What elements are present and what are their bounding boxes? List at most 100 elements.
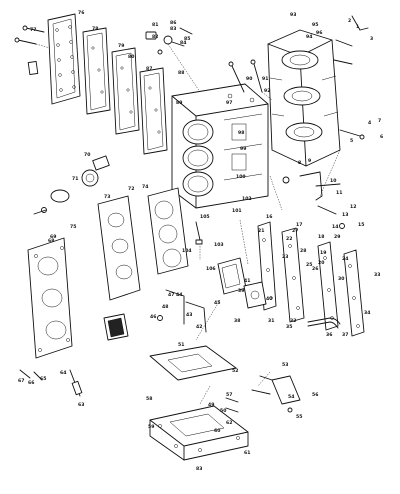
callout-80: 80 [128,54,134,60]
callout-105: 105 [200,214,210,220]
callout-61: 61 [244,450,250,456]
callout-56: 56 [312,392,318,398]
callout-58: 58 [146,396,152,402]
callout-93: 93 [290,12,296,18]
callout-98: 98 [238,130,244,136]
callout-34: 34 [364,310,370,316]
callout-106: 106 [206,266,216,272]
callout-99: 99 [240,146,246,152]
callout-67: 67 [18,378,24,384]
callout-86: 86 [170,20,176,26]
callout-47: 47 [168,292,174,298]
callout-102: 102 [242,196,252,202]
callout-31: 31 [268,318,274,324]
crankcase-main-bearings [281,50,323,142]
exhaust-adapter [149,405,249,461]
thermostat-housing [33,155,110,215]
callout-14: 14 [332,224,338,230]
callout-96: 96 [316,30,322,36]
callout-63: 63 [78,402,84,408]
callout-59: 59 [148,424,154,430]
callout-49: 49 [208,402,214,408]
callout-82: 82 [152,34,158,40]
fuel-filter-box [103,313,129,341]
callout-84: 84 [180,40,186,46]
callout-9: 9 [308,158,311,164]
callout-69: 69 [50,234,56,240]
water-temp-switch [19,369,83,397]
callout-90: 90 [246,76,252,82]
footer-figure-label: 83 [196,466,202,472]
callout-53: 53 [282,362,288,368]
callout-36: 36 [326,332,332,338]
callout-35: 35 [286,324,292,330]
callout-52: 52 [232,368,238,374]
callout-22: 22 [286,236,292,242]
callout-46: 46 [150,314,156,320]
callout-62: 62 [226,420,232,426]
callout-91: 91 [262,76,268,82]
callout-38: 38 [234,318,240,324]
callout-27: 27 [292,228,298,234]
fuel-pump-bracket [282,171,345,229]
bypass-covers [257,221,365,337]
callout-30: 30 [338,276,344,282]
adapter-gasket [149,345,237,381]
callout-60: 60 [214,428,220,434]
callout-51: 51 [178,342,184,348]
callout-65: 65 [40,376,46,382]
callout-23: 23 [282,254,288,260]
callout-40: 40 [266,296,272,302]
head-gasket [97,195,141,301]
callout-33: 33 [374,272,380,278]
callout-45: 45 [214,300,220,306]
reed-plate [217,257,247,295]
crankcase-bolts [228,15,369,140]
callout-81: 81 [152,22,158,28]
callout-66: 66 [28,380,34,386]
callout-87: 87 [146,66,152,72]
hose-fitting [307,317,341,329]
callout-101: 101 [232,208,242,214]
callout-48: 48 [162,304,168,310]
crankcase [267,29,341,167]
callout-43: 43 [186,312,192,318]
callout-104: 104 [182,248,192,254]
callout-28: 28 [300,248,306,254]
callout-76: 76 [78,10,84,16]
callout-26: 26 [312,266,318,272]
callout-19: 19 [320,250,326,256]
callout-12: 12 [350,204,356,210]
callout-4: 4 [368,120,371,126]
callout-78: 78 [92,26,98,32]
cylinder-head-gasket-right [147,187,189,275]
callout-16: 16 [266,214,272,220]
callout-37: 37 [342,332,348,338]
callout-32: 32 [290,318,296,324]
callout-72: 72 [128,186,134,192]
callout-64: 64 [60,370,66,376]
callout-25: 25 [306,262,312,268]
water-cover-left [27,237,73,359]
cylinder-block [171,83,269,209]
exhaust-cover-bolts [14,25,45,75]
callout-100: 100 [236,174,246,180]
linkage-levers [157,221,207,333]
callout-13: 13 [342,212,348,218]
callout-41: 41 [244,278,250,284]
callout-20: 20 [318,260,324,266]
callout-10: 10 [330,178,336,184]
carburetor-mount [243,281,267,309]
tiller-bracket [225,375,301,413]
callout-44: 44 [176,292,182,298]
callout-24: 24 [342,256,348,262]
callout-2: 2 [348,18,351,24]
callout-95: 95 [312,22,318,28]
callout-7: 7 [378,118,381,124]
callout-89: 89 [176,100,182,106]
callout-85: 85 [184,36,190,42]
callout-75: 75 [70,224,76,230]
